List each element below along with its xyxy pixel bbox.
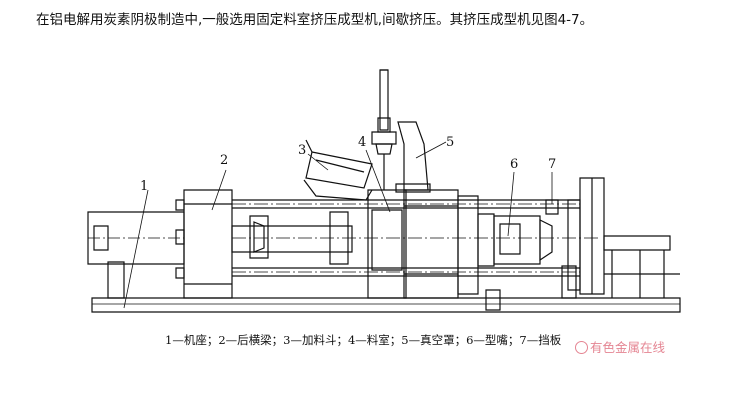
watermark-logo-icon (575, 341, 588, 354)
callout-6: 6 (510, 157, 518, 172)
callout-7: 7 (548, 157, 556, 172)
extrusion-die (494, 216, 552, 264)
callout-4: 4 (358, 135, 366, 150)
material-chamber (368, 184, 458, 298)
rear-crosshead (176, 190, 232, 298)
callout-2: 2 (220, 153, 228, 168)
callout-1: 1 (140, 179, 148, 194)
ram (232, 212, 600, 264)
watermark-text: 有色金属在线 (590, 340, 666, 355)
machine-base (92, 298, 680, 312)
main-cylinder (88, 212, 184, 298)
callout-3: 3 (298, 143, 306, 158)
support-table (580, 178, 680, 298)
leader-lines (124, 142, 552, 308)
watermark: 有色金属在线 (575, 337, 665, 356)
extrusion-press-diagram: 1 2 3 4 5 6 7 (0, 40, 730, 340)
vacuum-hood (372, 70, 428, 190)
figure-caption: 1—机座；2—后横梁；3—加料斗；4—料室；5—真空罩；6—型嘴；7—挡板 (165, 333, 562, 347)
baffle (546, 200, 580, 298)
intro-paragraph: 在铝电解用炭素阴极制造中,一般选用固定料室挤压成型机,间歇挤压。其挤压成型机见图… (36, 12, 594, 28)
callout-5: 5 (446, 135, 454, 150)
feed-hopper (304, 140, 372, 200)
